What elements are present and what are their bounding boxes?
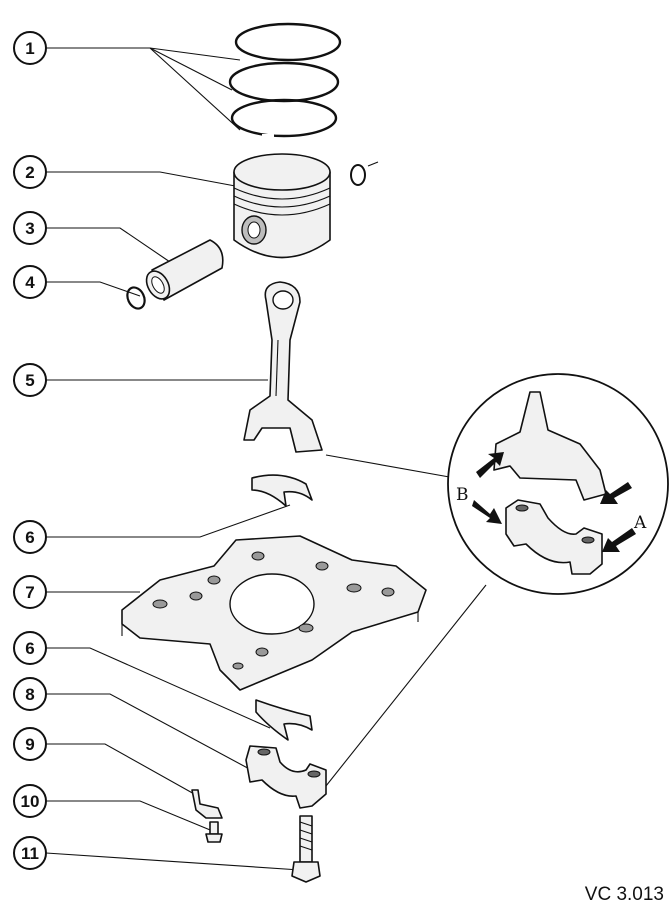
ladder-frame — [121, 535, 427, 691]
callout-5: 5 — [13, 363, 47, 397]
svg-text:8: 8 — [25, 685, 34, 704]
callout-2: 2 — [13, 155, 47, 189]
leader-lines — [45, 47, 487, 871]
svg-text:6: 6 — [25, 528, 34, 547]
locking-clip — [191, 789, 223, 819]
bearing-shell-lower — [255, 699, 313, 741]
bearing-cap — [245, 745, 327, 809]
svg-text:1: 1 — [25, 39, 34, 58]
arrow-b-upper-icon — [476, 452, 504, 478]
cap-bolt — [291, 815, 321, 883]
circlip-left — [126, 286, 146, 310]
circlip-right — [350, 161, 379, 186]
svg-text:11: 11 — [21, 844, 39, 863]
callout-6-upper: 6 — [13, 520, 47, 554]
detail-label-b: B — [456, 485, 469, 505]
connecting-rod — [243, 281, 323, 453]
figure-reference-code: VC 3.013 — [585, 884, 664, 905]
arrow-a-upper-icon — [600, 482, 632, 504]
detail-magnifier: B A — [447, 373, 669, 595]
piston-rings — [228, 16, 342, 140]
arrow-b-lower-icon — [472, 500, 502, 524]
svg-text:3: 3 — [25, 219, 34, 238]
callout-9: 9 — [13, 727, 47, 761]
callout-7: 7 — [13, 575, 47, 609]
svg-text:7: 7 — [25, 583, 34, 602]
small-bolt — [205, 821, 223, 843]
callout-10: 10 — [13, 784, 47, 818]
svg-text:2: 2 — [25, 163, 34, 182]
svg-text:10: 10 — [21, 792, 40, 811]
callout-1: 1 — [13, 31, 47, 65]
callout-6-lower: 6 — [13, 631, 47, 665]
callout-4: 4 — [13, 265, 47, 299]
arrow-a-lower-icon — [602, 528, 636, 552]
callout-3: 3 — [13, 211, 47, 245]
svg-text:9: 9 — [25, 735, 34, 754]
svg-text:5: 5 — [25, 371, 34, 390]
bearing-shell-upper — [251, 474, 313, 507]
svg-text:4: 4 — [25, 273, 35, 292]
svg-text:6: 6 — [25, 639, 34, 658]
callout-8: 8 — [13, 677, 47, 711]
gudgeon-pin — [145, 239, 224, 301]
detail-label-a: A — [633, 513, 647, 533]
callout-11: 11 — [13, 836, 47, 870]
piston — [233, 153, 331, 259]
